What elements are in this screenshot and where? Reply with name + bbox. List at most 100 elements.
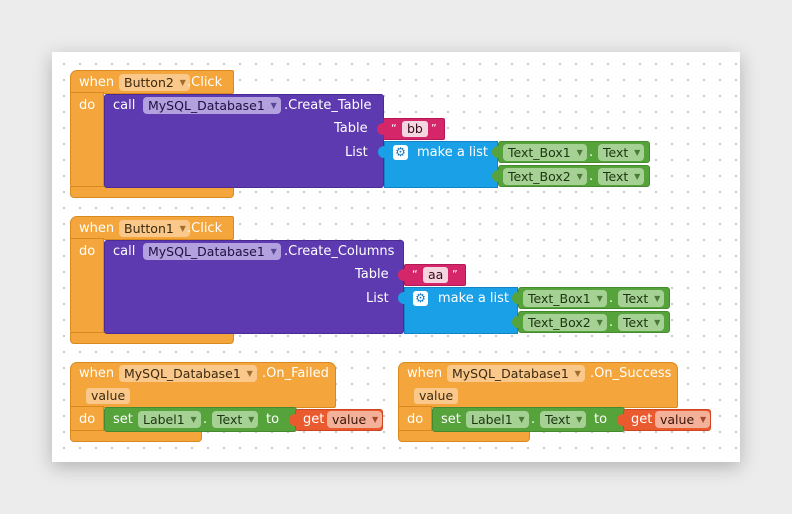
dropdown-arrow-icon: ▼ xyxy=(518,415,525,424)
quote-close: ” xyxy=(452,268,458,281)
call-label: call xyxy=(113,244,136,259)
dropdown-arrow-icon: ▼ xyxy=(246,369,253,378)
plug-tab xyxy=(492,170,499,182)
event-parameter[interactable]: value xyxy=(414,388,459,404)
call-label: call xyxy=(113,98,136,113)
plug-tab xyxy=(512,316,519,328)
list-socket-label: List xyxy=(366,291,389,306)
dropdown-arrow-icon: ▼ xyxy=(596,318,603,327)
property-name: Text xyxy=(545,412,571,427)
property-dropdown[interactable]: Text ▼ xyxy=(598,168,645,185)
dropdown-arrow-icon: ▼ xyxy=(372,415,379,424)
dropdown-arrow-icon: ▼ xyxy=(270,247,277,256)
dropdown-arrow-icon: ▼ xyxy=(576,148,583,157)
component-name: Text_Box1 xyxy=(528,291,591,306)
component-dropdown[interactable]: MySQL_Database1 ▼ xyxy=(119,365,257,382)
gear-icon[interactable]: ⚙ xyxy=(413,291,428,306)
variable-dropdown[interactable]: value▼ xyxy=(655,411,711,428)
event-body-left xyxy=(70,92,104,188)
property-dropdown[interactable]: Text ▼ xyxy=(598,144,645,161)
method-name: .Create_Columns xyxy=(284,244,395,259)
make-a-list-block[interactable] xyxy=(384,141,498,188)
dot-label: . xyxy=(589,169,594,184)
plug-tab xyxy=(492,146,499,158)
table-socket-label: Table xyxy=(355,267,389,282)
component-dropdown[interactable]: Text_Box2▼ xyxy=(523,314,607,331)
property-dropdown[interactable]: Text ▼ xyxy=(540,411,587,428)
set-label: set xyxy=(113,412,133,427)
text-value-field[interactable]: bb xyxy=(402,121,428,137)
property-dropdown[interactable]: Text▼ xyxy=(618,290,665,307)
property-dropdown[interactable]: Text ▼ xyxy=(212,411,259,428)
dropdown-arrow-icon: ▼ xyxy=(248,415,255,424)
dropdown-arrow-icon: ▼ xyxy=(576,172,583,181)
variable-dropdown[interactable]: value ▼ xyxy=(327,411,383,428)
event-name: .On_Failed xyxy=(262,366,329,381)
variable-name: value xyxy=(660,412,695,427)
dot-label: . xyxy=(203,412,208,427)
dropdown-arrow-icon: ▼ xyxy=(634,172,641,181)
when-label: when xyxy=(407,366,443,381)
when-label: when xyxy=(79,366,115,381)
plug-tab xyxy=(377,123,384,135)
dropdown-arrow-icon: ▼ xyxy=(270,101,277,110)
component-dropdown[interactable]: Button1▼ xyxy=(119,220,190,237)
event-name: .Click xyxy=(187,75,223,90)
property-dropdown[interactable]: Text ▼ xyxy=(618,314,665,331)
variable-name: value xyxy=(332,412,367,427)
component-name: MySQL_Database1 xyxy=(124,366,241,381)
plug-tab xyxy=(378,146,385,158)
plug-tab xyxy=(398,269,405,281)
list-socket-label: List xyxy=(345,145,368,160)
make-list-label: make a list xyxy=(417,145,489,160)
property-name: Text xyxy=(603,169,629,184)
dot-label: . xyxy=(609,315,614,330)
component-dropdown[interactable]: MySQL_Database1▼ xyxy=(447,365,585,382)
dropdown-arrow-icon: ▼ xyxy=(596,294,603,303)
method-name: .Create_Table xyxy=(284,98,372,113)
to-label: to xyxy=(266,412,280,427)
plug-tab xyxy=(512,292,519,304)
component-name: Text_Box2 xyxy=(508,169,571,184)
property-name: Text xyxy=(217,412,243,427)
property-name: Text xyxy=(603,145,629,160)
do-label: do xyxy=(79,244,96,259)
property-name: Text xyxy=(623,315,649,330)
component-dropdown[interactable]: Text_Box2 ▼ xyxy=(503,168,587,185)
gear-icon[interactable]: ⚙ xyxy=(393,145,408,160)
dropdown-arrow-icon: ▼ xyxy=(179,78,186,87)
component-name: Text_Box1 xyxy=(508,145,571,160)
dropdown-arrow-icon: ▼ xyxy=(574,369,581,378)
do-label: do xyxy=(407,412,424,427)
dropdown-arrow-icon: ▼ xyxy=(634,148,641,157)
do-label: do xyxy=(79,412,96,427)
event-parameter[interactable]: value xyxy=(86,388,131,404)
dot-label: . xyxy=(531,412,536,427)
text-value-field[interactable]: aa xyxy=(423,267,449,283)
db-name: MySQL_Database1 xyxy=(148,244,265,259)
plug-tab xyxy=(398,292,405,304)
db-component-dropdown[interactable]: MySQL_Database1 ▼ xyxy=(143,243,281,260)
component-dropdown[interactable]: Button2▼ xyxy=(119,74,190,91)
do-label: do xyxy=(79,98,96,113)
component-dropdown[interactable]: Text_Box1 ▼ xyxy=(523,290,607,307)
blocks-workspace[interactable]: when Button2▼ .Click do call MySQL_Datab… xyxy=(52,52,740,462)
db-component-dropdown[interactable]: MySQL_Database1▼ xyxy=(143,97,281,114)
plug-tab xyxy=(289,414,296,426)
table-socket-label: Table xyxy=(334,121,368,136)
event-name: .On_Success xyxy=(590,366,672,381)
component-dropdown[interactable]: Text_Box1 ▼ xyxy=(503,144,587,161)
component-name: Label1 xyxy=(471,412,513,427)
dot-label: . xyxy=(609,291,614,306)
event-body-left xyxy=(70,238,104,334)
dropdown-arrow-icon: ▼ xyxy=(576,415,583,424)
component-dropdown[interactable]: Label1 ▼ xyxy=(466,411,529,428)
get-label: get xyxy=(303,412,325,427)
event-body-left xyxy=(398,406,432,432)
to-label: to xyxy=(594,412,608,427)
component-dropdown[interactable]: Label1▼ xyxy=(138,411,201,428)
dropdown-arrow-icon: ▼ xyxy=(654,318,661,327)
event-name: .Click xyxy=(187,221,223,236)
event-body-left xyxy=(70,406,104,432)
plug-tab xyxy=(617,414,624,426)
